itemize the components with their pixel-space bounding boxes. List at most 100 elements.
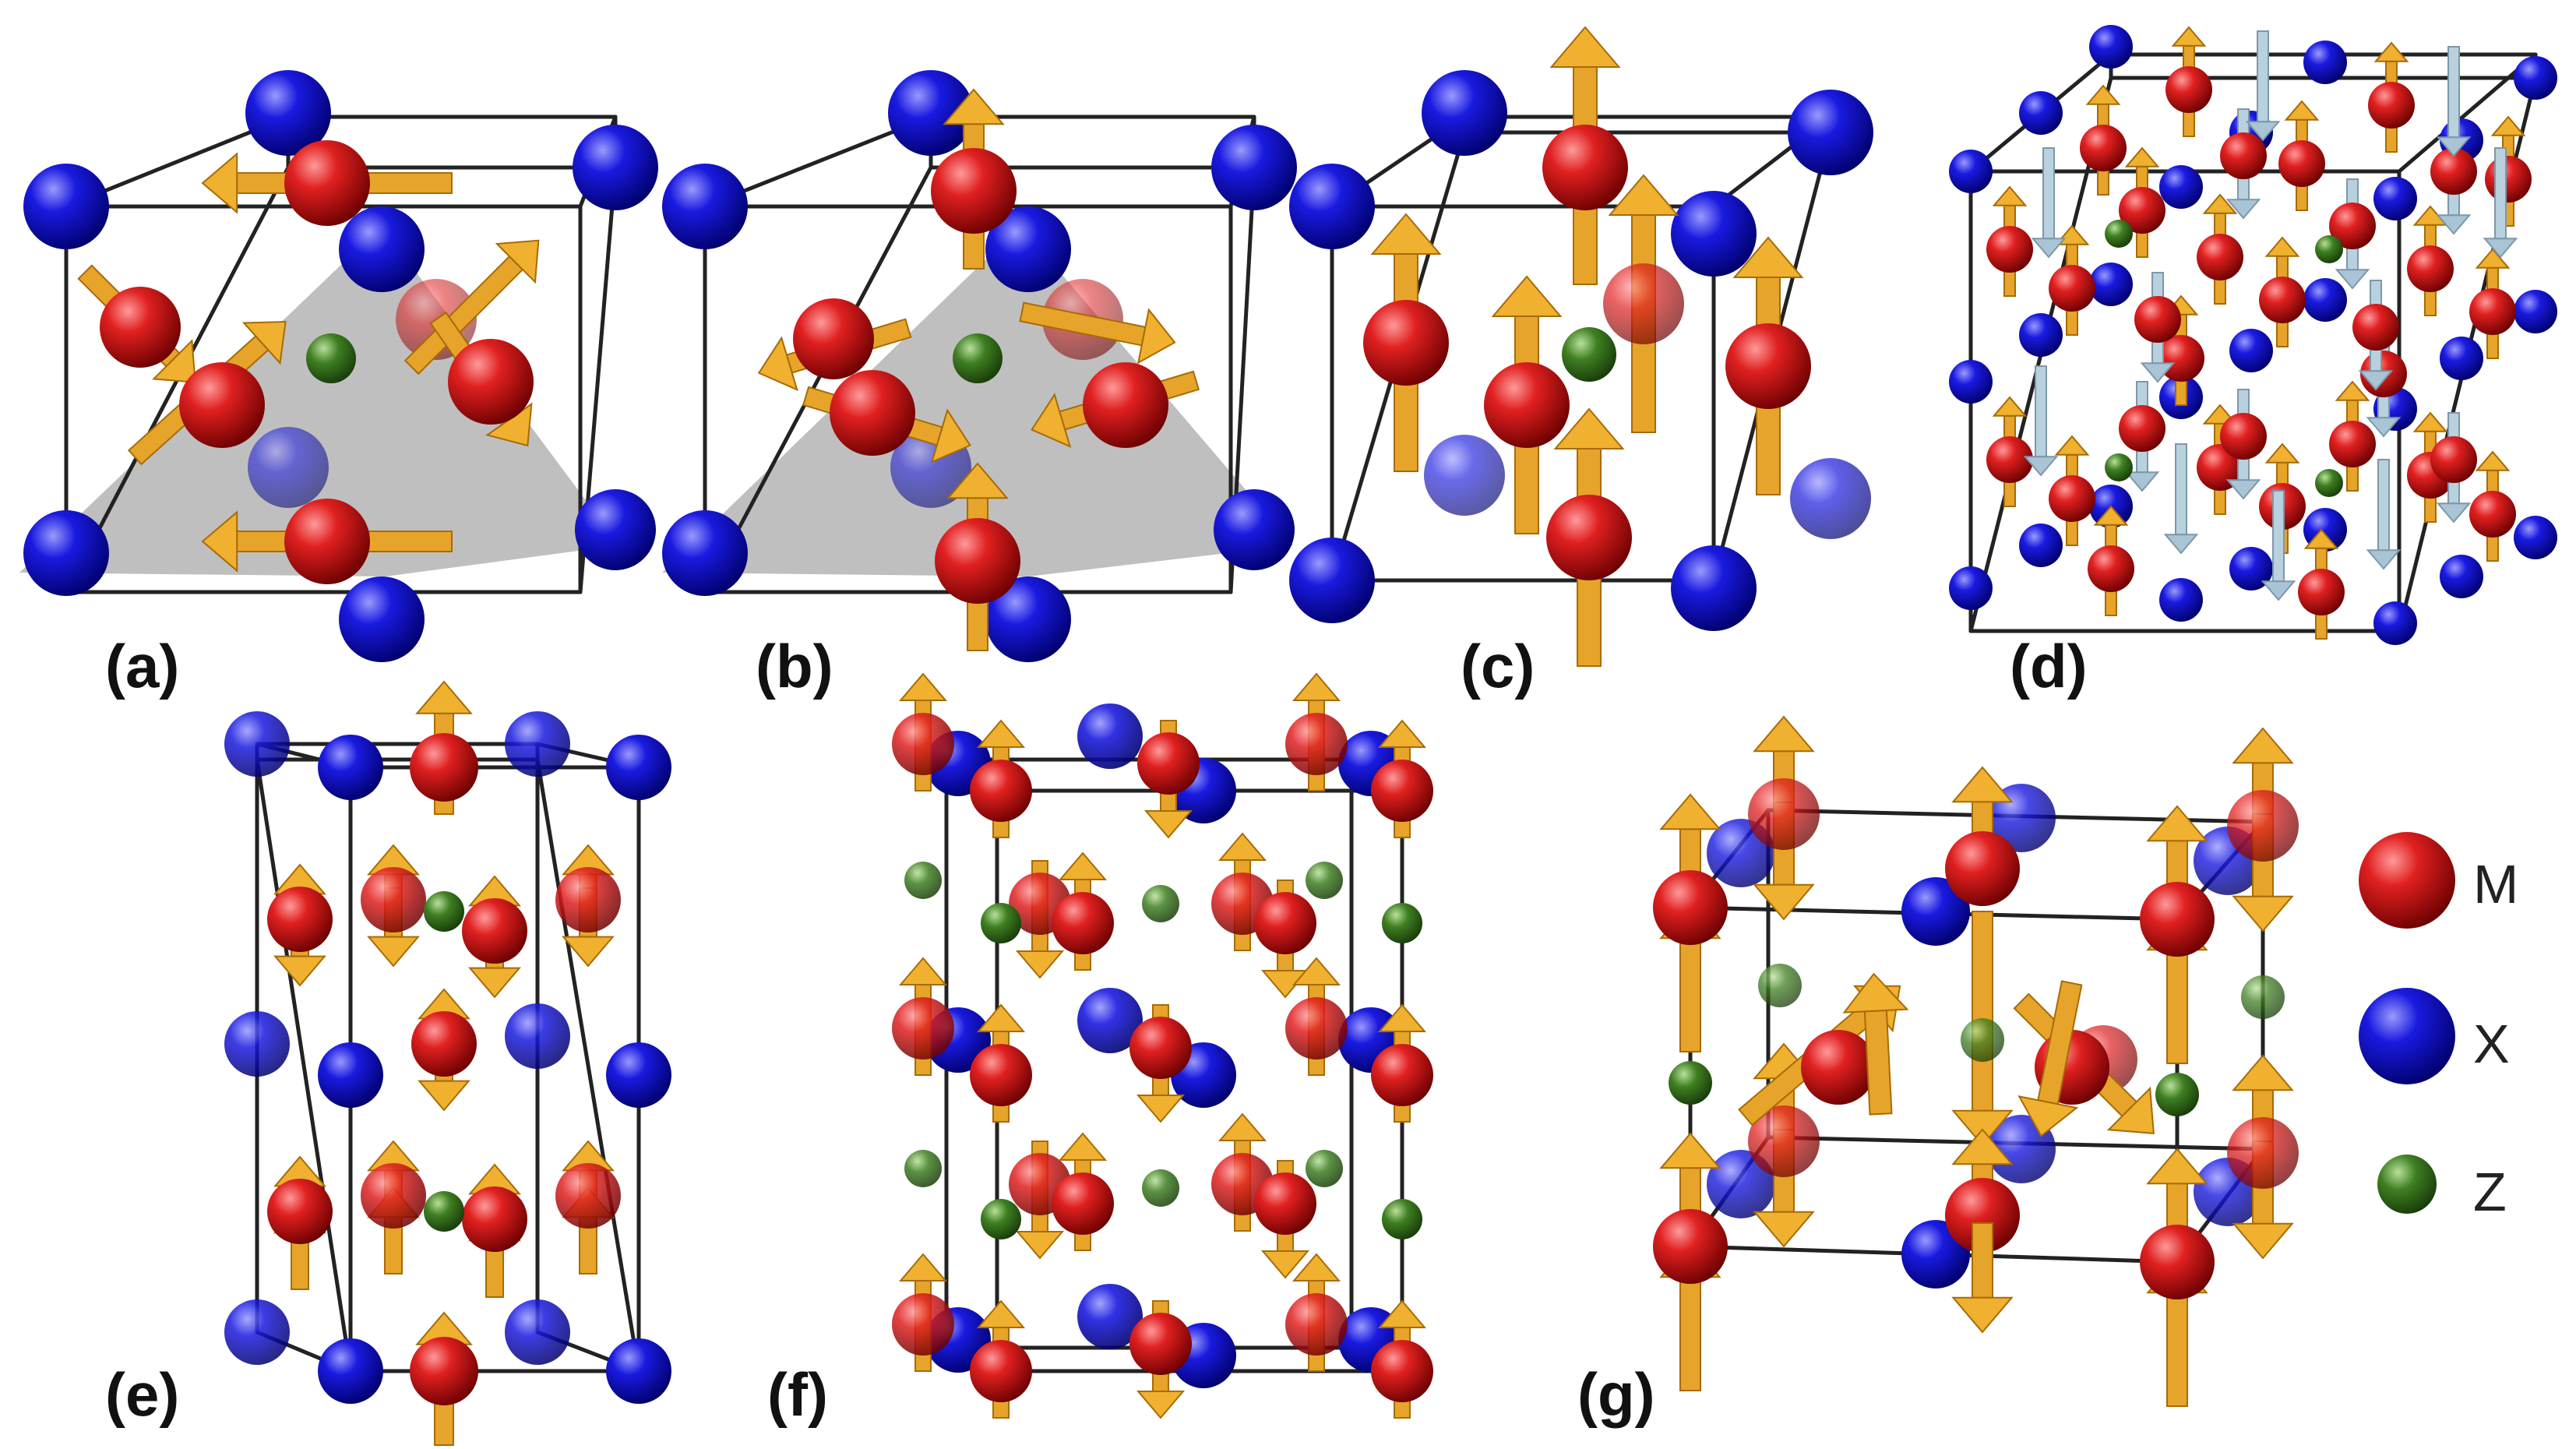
atom-x (2229, 547, 2273, 591)
atom-m (2298, 569, 2345, 615)
atom-m (1254, 1172, 1316, 1235)
atom-m (1653, 1209, 1728, 1284)
atom-x (1671, 191, 1757, 277)
atom-m (892, 997, 954, 1059)
atom-m (361, 867, 426, 933)
atom-m (2158, 335, 2204, 382)
atom-x (1289, 538, 1375, 623)
atom-m (970, 1044, 1032, 1106)
atom-z (424, 891, 464, 932)
atom-x (1422, 70, 1507, 156)
atom-m (2227, 790, 2299, 862)
arrow-head (1015, 1231, 1065, 1260)
atom-x (2019, 524, 2063, 567)
atom-m (410, 733, 478, 802)
atom-x (1289, 164, 1375, 249)
atom-m (1725, 323, 1811, 409)
spin-arrow-down (2436, 46, 2472, 157)
atom-m (970, 760, 1032, 822)
atom-x (23, 510, 109, 596)
arrow-head (2163, 534, 2199, 555)
cell-edge (535, 757, 641, 1373)
arrow-head (943, 88, 1005, 125)
atom-m (2407, 245, 2454, 292)
arrow-head (495, 239, 540, 284)
atom-x (2089, 25, 2133, 69)
arrow-head (2031, 238, 2067, 259)
arrow-head (2284, 100, 2320, 121)
atom-m (2469, 288, 2516, 335)
arrow-head (1218, 832, 1267, 861)
spin-arrow (1951, 1222, 2014, 1334)
atom-m (1748, 778, 1820, 850)
arrow-head (1292, 672, 1341, 701)
atom-z (1142, 1169, 1179, 1207)
atom-z (981, 1199, 1021, 1239)
atom-z (2377, 1155, 2437, 1214)
atom-m (830, 370, 915, 456)
atom-x (2514, 290, 2557, 333)
arrow-head (2264, 236, 2300, 257)
atom-m (448, 339, 534, 425)
atom-x (318, 1338, 383, 1404)
atom-m (935, 518, 1020, 604)
arrow-head (898, 672, 948, 701)
atom-m (1371, 1044, 1433, 1106)
spin-arrow (1019, 301, 1176, 365)
atom-x (2373, 177, 2417, 220)
arrow-head (1659, 793, 1721, 830)
arrow-head (1992, 396, 2028, 417)
arrow-head (1608, 174, 1679, 216)
arrow-head (152, 339, 196, 383)
atom-m (2227, 1117, 2299, 1189)
atom-x (1788, 90, 1873, 175)
arrow-head (367, 936, 420, 968)
arrow-head (946, 462, 1009, 499)
arrow-head (2093, 505, 2129, 526)
atom-z (1382, 1199, 1422, 1239)
legend-label-m: M (2473, 854, 2519, 915)
arrow-head (1842, 972, 1909, 1014)
atom-x (662, 164, 748, 249)
atom-x (2159, 578, 2203, 622)
atom-m (1363, 300, 1449, 386)
atom-x (1901, 877, 1970, 946)
arrow-head (1377, 1299, 1427, 1328)
atom-x (2159, 165, 2203, 209)
atom-m (2140, 882, 2215, 957)
tetra-plane-a (19, 226, 619, 576)
atom-x (505, 1299, 570, 1365)
atom-x (2440, 555, 2483, 598)
atom-m (1052, 1172, 1114, 1235)
arrow-head (2140, 362, 2176, 383)
arrow-head (1951, 766, 2014, 803)
arrow-head (2335, 380, 2370, 401)
atom-z (1961, 1018, 2004, 1062)
atom-m (2430, 436, 2477, 483)
atom-m (2329, 203, 2376, 249)
atom-m (1371, 1340, 1433, 1402)
atom-m (2469, 491, 2516, 538)
atom-m (1542, 125, 1628, 210)
atom-m (1285, 713, 1348, 775)
atom-m (793, 298, 874, 379)
arrow-head (562, 936, 615, 968)
atom-m (555, 867, 621, 933)
atom-m (2352, 304, 2399, 351)
arrow-head (2232, 1054, 2294, 1091)
atom-m (267, 887, 333, 952)
atom-x (2373, 601, 2417, 645)
atom-x (985, 576, 1071, 662)
arrow-head (2171, 26, 2207, 47)
atom-m (555, 1163, 621, 1229)
atom-m (1986, 436, 2033, 483)
atom-z (1306, 1150, 1343, 1187)
atom-x (2303, 41, 2347, 84)
atom-x (575, 489, 656, 570)
atom-m (1986, 226, 2033, 273)
arrow-head (1260, 1250, 1310, 1279)
arrow-head (2436, 502, 2472, 524)
arrow-head (2483, 238, 2518, 259)
arrow-head (1753, 883, 1815, 921)
atom-z (1382, 903, 1422, 943)
